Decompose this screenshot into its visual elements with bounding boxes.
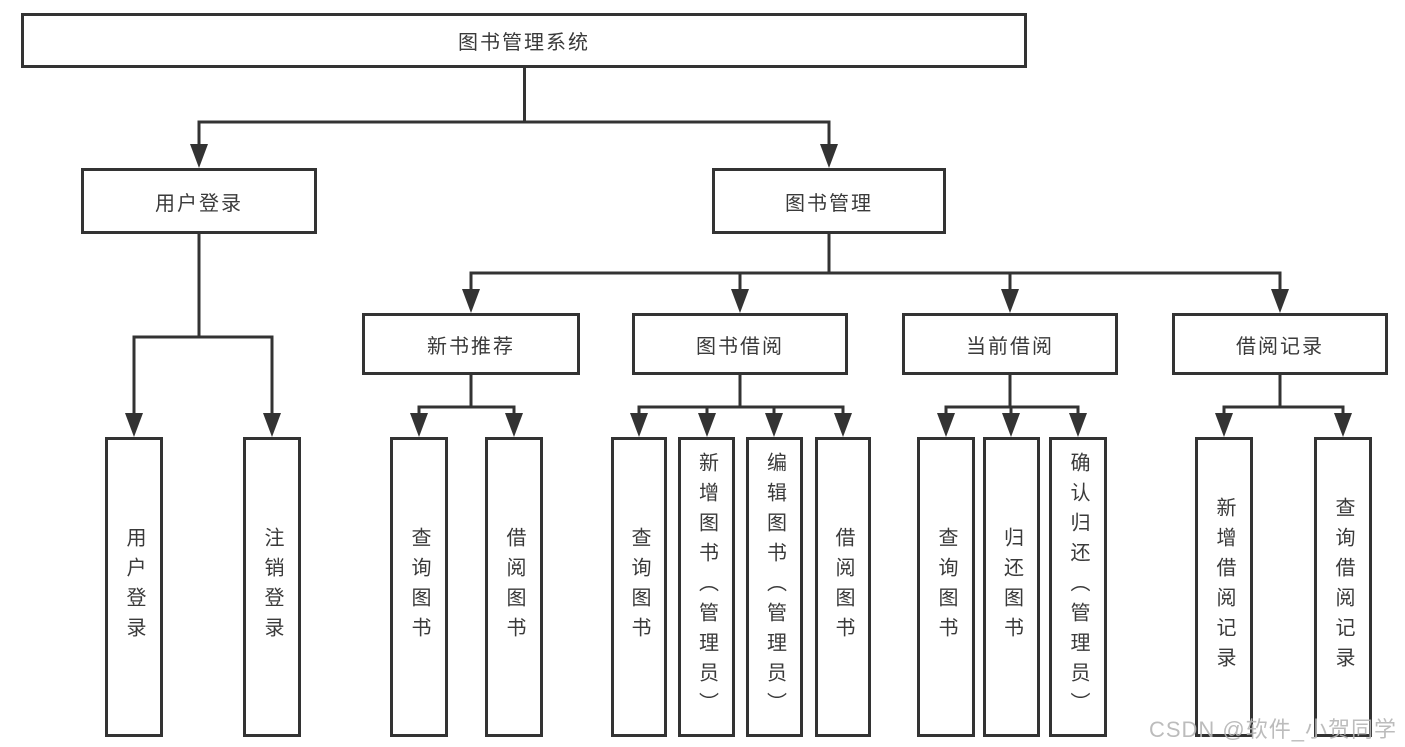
arrowhead-icon: [410, 413, 428, 437]
node-edit-books-admin: 编辑图书（管理员）: [746, 437, 803, 737]
connector-userlogin-to-leaves: [132, 234, 274, 415]
node-borrow-books-recommend: 借阅图书: [485, 437, 543, 737]
node-label: 编辑图书（管理员）: [763, 452, 786, 722]
arrowhead-icon: [190, 144, 208, 168]
node-label: 图书借阅: [696, 335, 784, 358]
node-query-books-current: 查询图书: [917, 437, 975, 737]
node-label: 注销登录: [261, 527, 283, 647]
node-query-books-recommend: 查询图书: [390, 437, 448, 737]
arrowhead-icon: [1215, 413, 1233, 437]
connector-root-to-level2: [197, 68, 831, 146]
arrowhead-icon: [765, 413, 783, 437]
node-add-borrow-record: 新增借阅记录: [1195, 437, 1253, 737]
node-label: 当前借阅: [966, 335, 1054, 358]
node-label: 确认归还（管理员）: [1067, 452, 1089, 722]
arrowhead-icon: [1001, 289, 1019, 313]
node-query-borrow-record: 查询借阅记录: [1314, 437, 1372, 737]
node-label: 新增图书（管理员）: [695, 452, 718, 722]
node-label: 借阅图书: [832, 527, 854, 647]
arrowhead-icon: [1069, 413, 1087, 437]
arrowhead-icon: [731, 289, 749, 313]
node-label: 查询图书: [628, 527, 650, 647]
arrowhead-icon: [1334, 413, 1352, 437]
watermark: CSDN @软件_小贺同学: [1148, 717, 1397, 742]
node-query-books-borrowing: 查询图书: [611, 437, 667, 737]
node-label: 查询图书: [935, 527, 957, 647]
connector-newbook-to-leaves: [417, 375, 516, 415]
connector-currentborrow-to-leaves: [944, 375, 1080, 415]
connector-borrowrecord-to-leaves: [1222, 375, 1345, 415]
arrowhead-icon: [820, 144, 838, 168]
node-user-login-leaf: 用户登录: [105, 437, 163, 737]
node-borrow-books-borrowing: 借阅图书: [815, 437, 871, 737]
node-label: 归还图书: [1000, 527, 1023, 647]
arrowhead-icon: [698, 413, 716, 437]
arrowhead-icon: [834, 413, 852, 437]
connector-bookborrow-to-leaves: [637, 375, 845, 415]
arrowhead-icon: [125, 413, 143, 437]
node-label: 图书管理: [785, 192, 873, 215]
arrowhead-icon: [1002, 413, 1020, 437]
arrowhead-icon: [505, 413, 523, 437]
arrowheads: [125, 144, 1352, 437]
node-confirm-return-admin: 确认归还（管理员）: [1049, 437, 1107, 737]
node-library-management-system: 图书管理系统: [21, 13, 1027, 68]
node-return-books: 归还图书: [983, 437, 1040, 737]
connector-bookmgmt-to-level3: [469, 234, 1282, 291]
node-label: 借阅图书: [503, 527, 525, 647]
node-new-book-recommendation: 新书推荐: [362, 313, 580, 375]
node-label: 借阅记录: [1236, 335, 1324, 358]
node-label: 新书推荐: [427, 335, 515, 358]
node-label: 查询借阅记录: [1332, 497, 1354, 677]
node-label: 查询图书: [408, 527, 430, 647]
node-current-borrowing: 当前借阅: [902, 313, 1118, 375]
arrowhead-icon: [630, 413, 648, 437]
node-user-login: 用户登录: [81, 168, 317, 234]
node-label: 用户登录: [155, 192, 243, 215]
node-label: 用户登录: [123, 527, 145, 647]
node-book-management: 图书管理: [712, 168, 946, 234]
arrowhead-icon: [263, 413, 281, 437]
node-add-books-admin: 新增图书（管理员）: [678, 437, 735, 737]
node-logout: 注销登录: [243, 437, 301, 737]
node-label: 图书管理系统: [458, 32, 590, 54]
arrowhead-icon: [462, 289, 480, 313]
node-borrowing-records: 借阅记录: [1172, 313, 1388, 375]
node-label: 新增借阅记录: [1213, 497, 1235, 677]
arrowhead-icon: [1271, 289, 1289, 313]
arrowhead-icon: [937, 413, 955, 437]
node-book-borrowing: 图书借阅: [632, 313, 848, 375]
